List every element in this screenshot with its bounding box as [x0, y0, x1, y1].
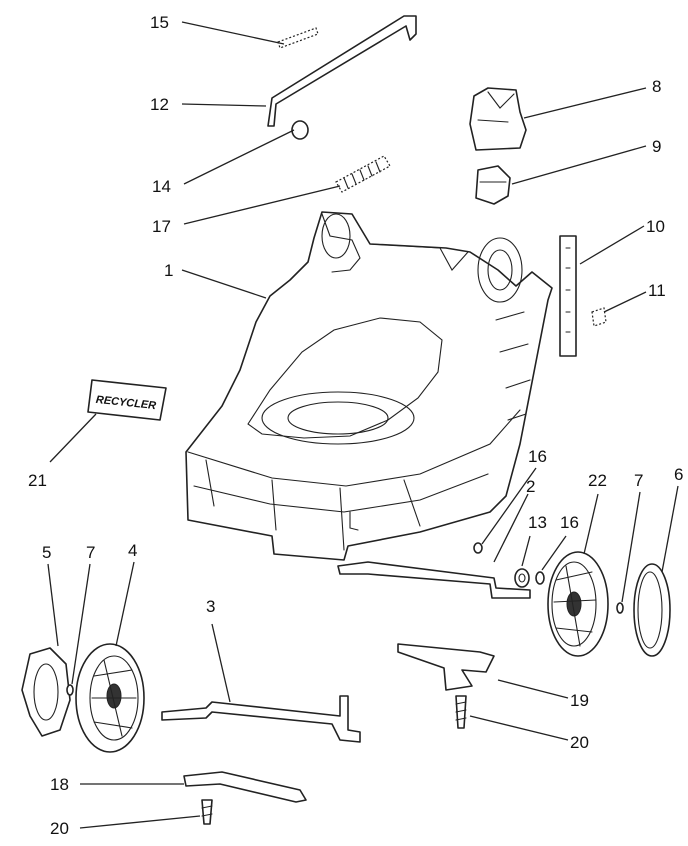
part-9-catch: [475, 165, 511, 205]
leader-2: [493, 493, 529, 563]
part-18-blade: [183, 771, 307, 803]
callout-16-lower: 16: [560, 513, 579, 532]
part-1-mower-deck: [185, 211, 553, 561]
part-11-small-spring: [591, 307, 607, 327]
callout-22: 22: [588, 471, 607, 490]
callout-labels: 15 12 14 17 1 8 9 10 11 21 16 2 22 7 6 1…: [28, 13, 683, 838]
leader-12: [181, 103, 267, 107]
callout-18: 18: [50, 775, 69, 794]
part-4-front-wheel: [75, 643, 145, 753]
part-7-clip-rear: [616, 602, 624, 614]
leader-20-bottom: [79, 815, 201, 829]
callout-4: 4: [128, 541, 137, 560]
callout-1: 1: [164, 261, 173, 280]
callout-21: 21: [28, 471, 47, 490]
part-13-bush: [514, 568, 530, 588]
callout-9: 9: [652, 137, 661, 156]
leader-4: [115, 561, 135, 647]
leader-16-lower: [541, 535, 567, 571]
leader-16-upper: [481, 467, 537, 545]
part-2-rear-axle: [337, 561, 531, 599]
part-7-clip-front: [66, 684, 74, 696]
leader-19: [497, 679, 569, 699]
callout-5: 5: [42, 543, 51, 562]
callout-7-front: 7: [86, 543, 95, 562]
leader-21: [49, 413, 97, 463]
leader-lines: [47, 21, 679, 829]
leader-6: [661, 485, 679, 573]
part-20-screw-bottom: [201, 799, 213, 825]
part-8-catch-cover: [469, 87, 527, 151]
part-16-washer-upper: [473, 542, 483, 554]
leader-5: [47, 563, 59, 647]
leader-15: [181, 21, 285, 45]
part-3-front-axle: [161, 695, 361, 743]
callout-3: 3: [206, 597, 215, 616]
leader-8: [523, 87, 647, 119]
callout-15: 15: [150, 13, 169, 32]
leader-1: [181, 269, 267, 299]
callout-6: 6: [674, 465, 683, 484]
leader-14: [183, 129, 295, 185]
leader-22: [583, 493, 599, 555]
part-22-rear-wheel: [547, 551, 609, 657]
callout-16-upper: 16: [528, 447, 547, 466]
leader-11: [603, 291, 647, 313]
part-21-recycler-label: RECYCLER: [87, 379, 167, 421]
callout-10: 10: [646, 217, 665, 236]
callout-20-bottom: 20: [50, 819, 69, 838]
part-5-hub-cap: [21, 647, 71, 737]
callout-7-rear: 7: [634, 471, 643, 490]
callout-13: 13: [528, 513, 547, 532]
part-17-spring: [335, 155, 391, 193]
part-6-hub-cap: [633, 563, 671, 657]
leader-20-right: [469, 715, 569, 741]
leader-13: [521, 535, 531, 567]
callout-19: 19: [570, 691, 589, 710]
part-16-washer-lower: [535, 571, 545, 585]
part-10-height-plate: [559, 235, 577, 357]
callout-8: 8: [652, 77, 661, 96]
leader-7-rear: [621, 491, 641, 603]
callout-20-right: 20: [570, 733, 589, 752]
part-14-washer: [291, 120, 309, 140]
part-12-height-lever: [267, 15, 417, 127]
callout-11: 11: [648, 281, 666, 300]
callout-2: 2: [526, 477, 535, 496]
leader-10: [579, 225, 645, 265]
part-15-pin: [277, 27, 319, 49]
leader-17: [183, 185, 341, 225]
leader-9: [511, 145, 647, 185]
callout-17: 17: [152, 217, 171, 236]
callout-14: 14: [152, 177, 171, 196]
leader-3: [211, 623, 231, 703]
part-20-screw-right: [455, 695, 467, 729]
callout-12: 12: [150, 95, 169, 114]
leader-7-front: [71, 563, 91, 685]
part-19-blade-holder: [397, 643, 495, 691]
